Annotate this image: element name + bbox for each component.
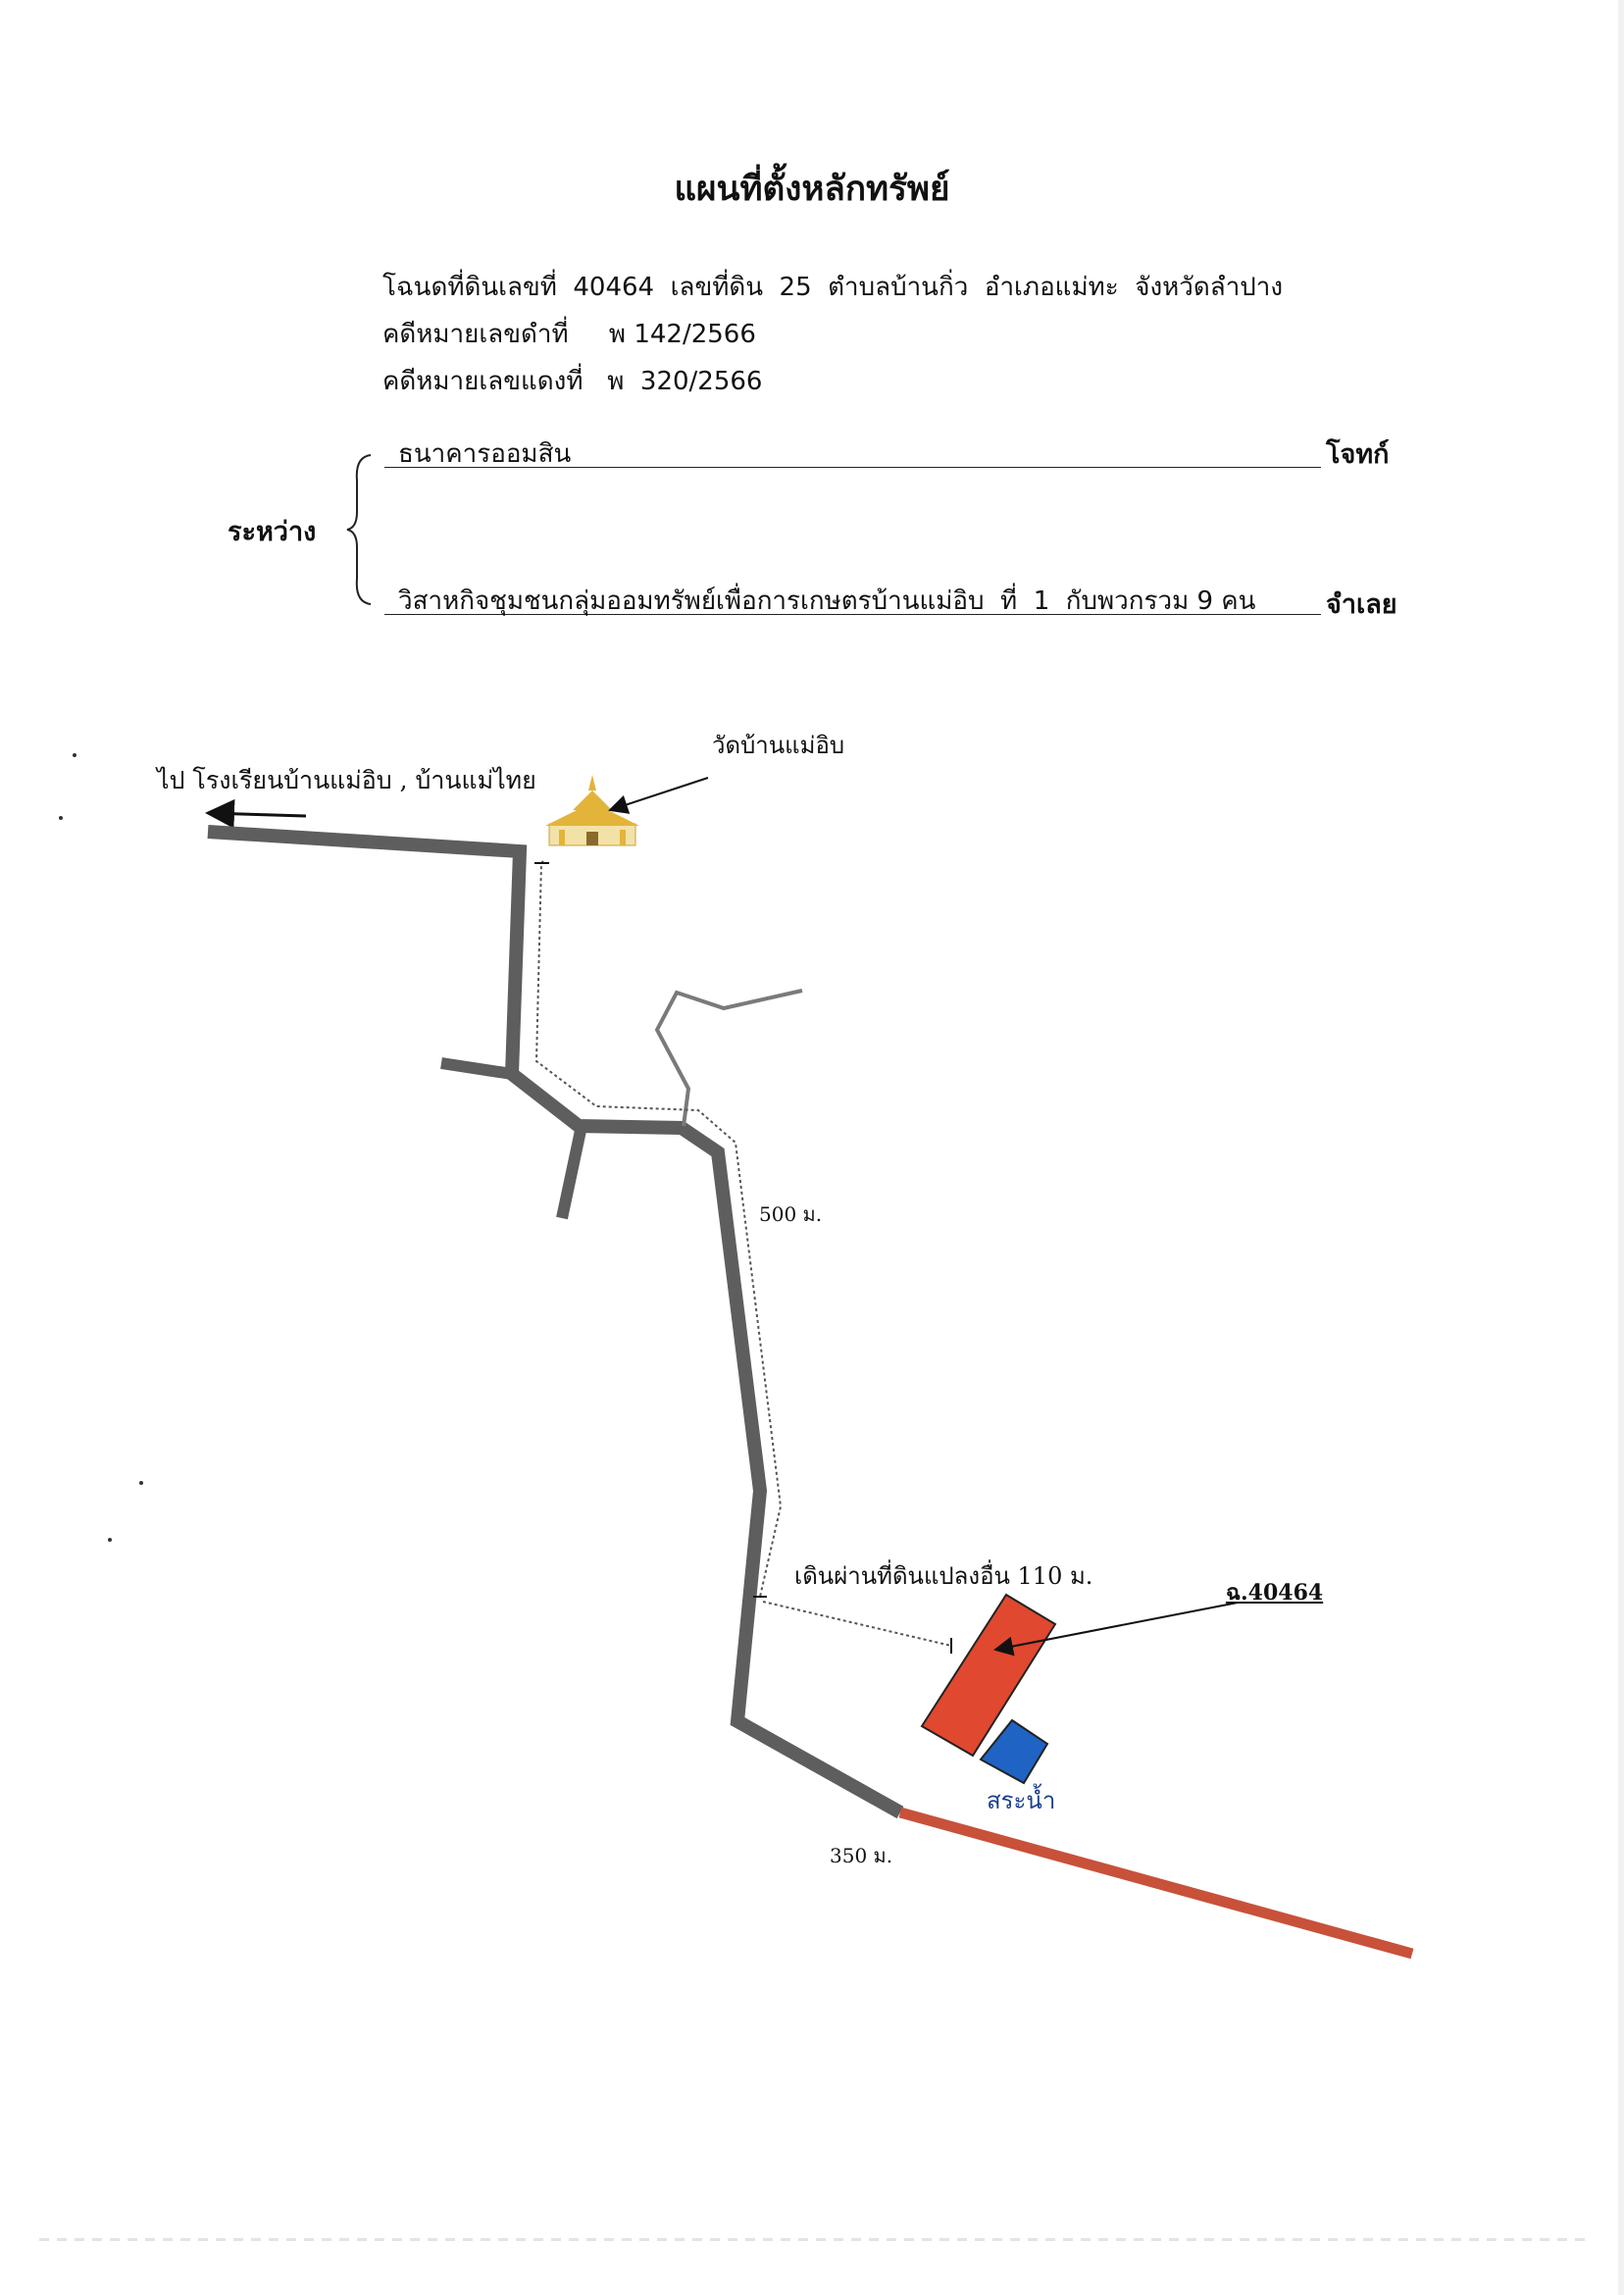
parcel-pointer-arrow — [993, 1602, 1239, 1657]
defendant-role: จำเลย — [1326, 589, 1397, 620]
scan-speck — [108, 1538, 112, 1542]
walking-route-parcel — [762, 1601, 952, 1647]
scan-speck — [59, 816, 63, 820]
temple-label: วัดบ้านแม่อิบ — [712, 732, 845, 759]
direction-label: ไป โรงเรียนบ้านแม่อิบ , บ้านแม่ไทย — [157, 766, 536, 794]
side-road-west — [440, 1057, 513, 1080]
temple-pointer-arrow — [608, 777, 709, 814]
temple-icon — [545, 775, 639, 846]
red-road — [898, 1807, 1414, 1960]
page-title: แผนที่ตั้งหลักทรัพย์ — [674, 170, 950, 209]
plaintiff-name: ธนาคารออมสิน — [398, 439, 572, 469]
distance-350-label: 350 ม. — [830, 1844, 893, 1867]
deed-number-line: โฉนดที่ดินเลขที่ 40464 เลขที่ดิน 25 ตำบล… — [382, 273, 1284, 302]
deed-label: ฉ.40464 — [1226, 1580, 1324, 1606]
between-label: ระหว่าง — [228, 517, 317, 547]
pond-label: สระน้ำ — [987, 1787, 1056, 1814]
party-brace — [346, 454, 372, 605]
side-road-south — [556, 1124, 587, 1220]
scan-border-dots — [39, 2238, 1589, 2241]
walking-route — [534, 860, 783, 1598]
black-case-number-line: คดีหมายเลขดำที่ พ 142/2566 — [382, 320, 756, 349]
defendant-line: วิสาหกิจชุมชนกลุ่มออมทรัพย์เพื่อการเกษตร… — [384, 579, 1321, 616]
red-case-number-line: คดีหมายเลขแดงที่ พ 320/2566 — [382, 367, 763, 396]
scan-speck — [139, 1481, 143, 1485]
scan-speck — [73, 753, 76, 757]
pond — [979, 1718, 1049, 1785]
track-north — [654, 989, 803, 1127]
direction-arrow — [205, 798, 307, 829]
plaintiff-role: โจทก์ — [1326, 439, 1390, 470]
land-parcel-40464 — [920, 1593, 1057, 1758]
defendant-name: วิสาหกิจชุมชนกลุ่มออมทรัพย์เพื่อการเกษตร… — [398, 586, 1256, 616]
walk-distance-label: เดินผ่านที่ดินแปลงอื่น 110 ม. — [794, 1562, 1093, 1590]
main-road — [207, 825, 904, 1819]
distance-500-label: 500 ม. — [759, 1202, 823, 1226]
plaintiff-line: ธนาคารออมสิน — [384, 432, 1321, 469]
